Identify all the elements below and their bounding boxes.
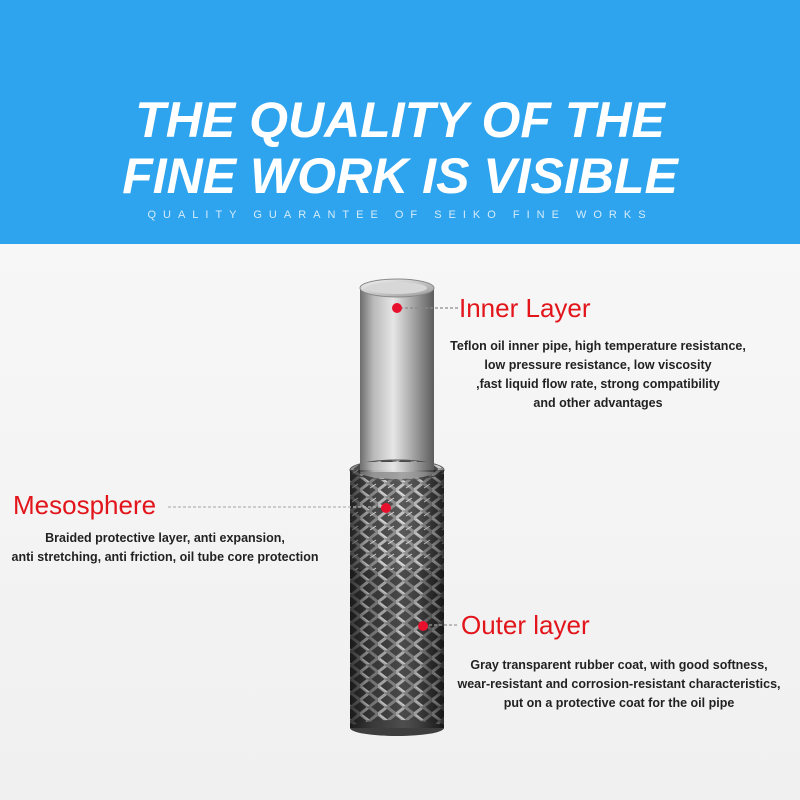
outer-marker-dot (418, 621, 428, 631)
header-banner (0, 0, 800, 244)
inner-desc-line: Teflon oil inner pipe, high temperature … (450, 339, 746, 353)
hose-shading (350, 470, 444, 728)
middle-desc-line: Braided protective layer, anti expansion… (45, 531, 285, 545)
inner-desc-line: ,fast liquid flow rate, strong compatibi… (476, 377, 720, 391)
inner-desc-line: low pressure resistance, low viscosity (484, 358, 712, 372)
mesosphere-description: Braided protective layer, anti expansion… (4, 529, 326, 567)
headline-line-1: THE QUALITY OF THE (135, 92, 665, 148)
inner-pipe (359, 278, 435, 488)
inner-layer-title: Inner Layer (459, 293, 591, 323)
outer-layer-description: Gray transparent rubber coat, with good … (448, 656, 790, 713)
outer-desc-line: Gray transparent rubber coat, with good … (470, 658, 768, 672)
headline-line-2: FINE WORK IS VISIBLE (122, 148, 678, 204)
inner-marker-dot (392, 303, 402, 313)
inner-desc-line: and other advantages (533, 396, 663, 410)
tagline: QUALITY GUARANTEE OF SEIKO FINE WORKS (147, 209, 653, 221)
middle-marker-dot (381, 503, 391, 513)
inner-layer-description: Teflon oil inner pipe, high temperature … (438, 337, 758, 413)
outer-desc-line: wear-resistant and corrosion-resistant c… (457, 677, 781, 691)
mesosphere-title: Mesosphere (13, 490, 157, 520)
outer-desc-line: put on a protective coat for the oil pip… (503, 696, 735, 710)
middle-desc-line: anti stretching, anti friction, oil tube… (11, 550, 319, 564)
outer-layer-title: Outer layer (461, 610, 590, 640)
